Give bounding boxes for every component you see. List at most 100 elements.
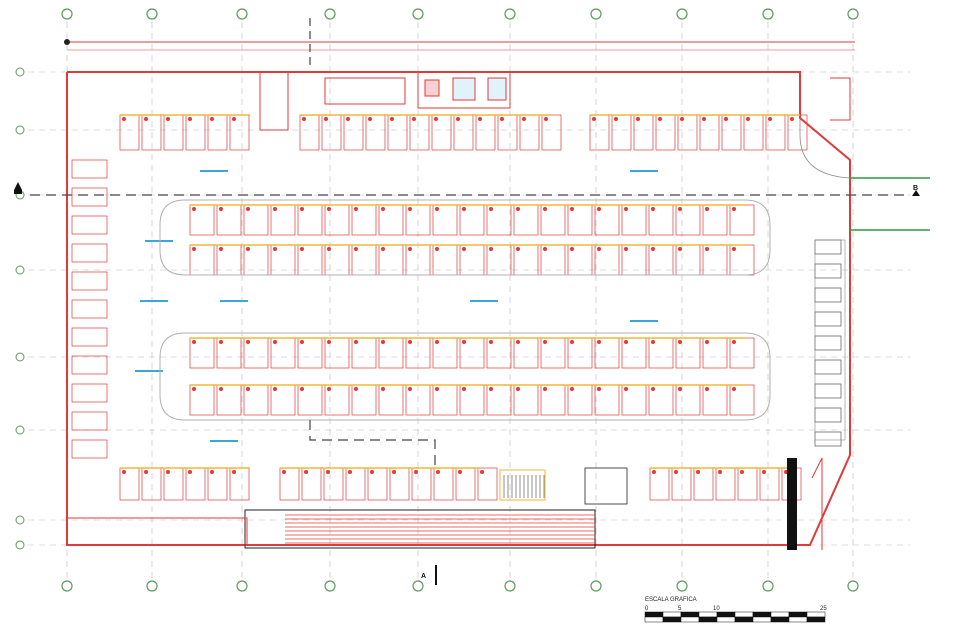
axis-bubble: [61, 580, 73, 592]
parking-stall: [71, 215, 108, 235]
stall-marker: [652, 470, 656, 474]
scale-segment: [662, 611, 682, 618]
scale-segment: [734, 611, 754, 618]
axis-bubble: [15, 425, 25, 435]
axis-bubble: [61, 8, 73, 20]
stall-marker: [462, 387, 466, 391]
stall-marker: [210, 117, 214, 121]
stall-marker: [381, 247, 385, 251]
parking-stall: [814, 239, 842, 255]
stall-marker: [408, 340, 412, 344]
stall-marker: [636, 117, 640, 121]
stall-marker: [500, 117, 504, 121]
stall-marker: [732, 340, 736, 344]
axis-bubble: [146, 580, 158, 592]
scale-segment: [698, 611, 718, 618]
parking-stall: [71, 299, 108, 319]
stall-marker: [592, 117, 596, 121]
parking-stall: [814, 359, 842, 375]
axis-bubble: [15, 515, 25, 525]
parking-stall: [71, 439, 108, 459]
stall-marker: [381, 387, 385, 391]
axis-bubble: [590, 580, 602, 592]
stall-marker: [614, 117, 618, 121]
parking-stall: [71, 243, 108, 263]
stall-marker: [144, 470, 148, 474]
parking-stall: [814, 263, 842, 279]
stall-marker: [188, 117, 192, 121]
stall-marker: [192, 387, 196, 391]
stall-marker: [408, 207, 412, 211]
axis-bubble: [847, 580, 859, 592]
stall-marker: [354, 207, 358, 211]
stall-marker: [522, 117, 526, 121]
stall-marker: [381, 207, 385, 211]
scale-segment: [662, 616, 682, 623]
stall-marker: [282, 470, 286, 474]
stall-marker: [273, 207, 277, 211]
stall-marker: [390, 117, 394, 121]
stall-marker: [678, 247, 682, 251]
stall-marker: [370, 470, 374, 474]
stall-marker: [543, 207, 547, 211]
stall-marker: [705, 207, 709, 211]
grid-axis-bottom: [61, 580, 859, 592]
axis-bubble: [504, 8, 516, 20]
scale-tick-5: 5: [678, 606, 682, 612]
stall-marker: [246, 247, 250, 251]
parking-stall: [541, 114, 562, 151]
scale-tick-0: 0: [645, 606, 649, 612]
stall-marker: [516, 387, 520, 391]
stall-marker: [570, 387, 574, 391]
parking-stall: [814, 335, 842, 351]
stall-marker: [543, 247, 547, 251]
stall-marker: [705, 340, 709, 344]
stall-marker: [219, 207, 223, 211]
stall-marker: [489, 387, 493, 391]
stall-marker: [122, 117, 126, 121]
stall-marker: [166, 117, 170, 121]
axis-bubble: [412, 580, 424, 592]
stall-marker: [327, 340, 331, 344]
stall-marker: [544, 117, 548, 121]
axis-bubble: [504, 580, 516, 592]
stall-marker: [458, 470, 462, 474]
stall-marker: [768, 117, 772, 121]
stall-marker: [732, 247, 736, 251]
stall-marker: [304, 470, 308, 474]
parking-stall: [71, 383, 108, 403]
axis-bubble: [676, 8, 688, 20]
stall-marker: [327, 387, 331, 391]
stall-marker: [381, 340, 385, 344]
scale-segment: [770, 616, 790, 623]
stall-marker: [232, 117, 236, 121]
stall-marker: [219, 387, 223, 391]
stall-marker: [462, 247, 466, 251]
bottom-ramp: [66, 467, 628, 549]
aisle-marker: [200, 170, 228, 172]
stall-marker: [624, 340, 628, 344]
axis-bubble: [236, 580, 248, 592]
aisle-marker: [140, 300, 168, 302]
scale-segment: [752, 616, 772, 623]
stall-marker: [624, 207, 628, 211]
stall-marker: [348, 470, 352, 474]
parking-stall: [71, 411, 108, 431]
stall-marker: [543, 387, 547, 391]
stall-marker: [597, 207, 601, 211]
stall-marker: [762, 470, 766, 474]
grid-axis-left: [15, 67, 25, 550]
axis-bubble: [762, 580, 774, 592]
aisle-marker: [470, 300, 498, 302]
aisle-marker: [630, 170, 658, 172]
stall-marker: [597, 340, 601, 344]
section-marker-left: [14, 182, 22, 194]
parking-islands: [159, 199, 771, 421]
scale-segment: [680, 611, 700, 618]
stall-marker: [678, 207, 682, 211]
axis-bubble: [762, 8, 774, 20]
stall-marker: [192, 340, 196, 344]
stall-marker: [327, 247, 331, 251]
stall-marker: [658, 117, 662, 121]
stall-marker: [435, 247, 439, 251]
